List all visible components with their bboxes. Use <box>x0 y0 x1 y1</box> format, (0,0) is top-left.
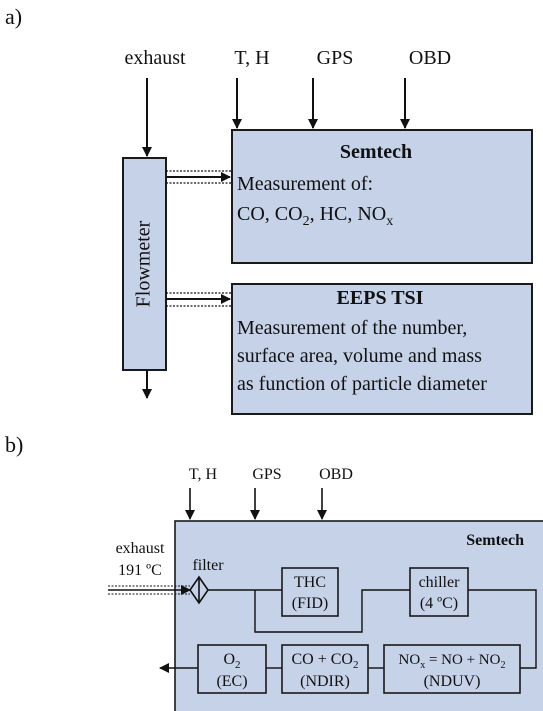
eeps-line1: Measurement of the number, <box>237 317 467 339</box>
co-co2-box <box>281 644 369 694</box>
flowmeter-label: Flowmeter <box>133 220 155 307</box>
eeps-title: EEPS TSI <box>337 287 424 309</box>
b-th-input-label: T, H <box>189 466 218 483</box>
b-semtech-title: Semtech <box>466 532 524 549</box>
semtech-line1: Measurement of: <box>237 173 373 195</box>
b-exhaust-label: exhaust <box>116 540 165 557</box>
eeps-line2: surface area, volume and mass <box>237 345 482 367</box>
obd-input-label: OBD <box>409 47 451 69</box>
chiller-line2: (4 ºC) <box>420 595 458 612</box>
thc-line2: (FID) <box>292 595 328 612</box>
o2-line2: (EC) <box>216 673 247 690</box>
co-co2-line2: (NDIR) <box>300 673 350 690</box>
eeps-line3: as function of particle diameter <box>237 373 487 395</box>
o2-box <box>197 644 267 694</box>
semtech-box <box>231 129 533 264</box>
exhaust-input-label: exhaust <box>124 47 186 69</box>
panel-b-label: b) <box>5 432 23 457</box>
flowmeter-box <box>122 157 167 371</box>
b-flow-thc-bypass <box>254 589 410 633</box>
b-exhaust-temp: 191 ºC <box>118 562 162 579</box>
o2-line1: O2 <box>223 651 240 671</box>
semtech-title: Semtech <box>340 141 412 163</box>
nox-box <box>383 644 521 694</box>
nox-line1: NOx = NO + NO2 <box>399 652 506 671</box>
th-input-label: T, H <box>234 47 269 69</box>
chiller-box <box>409 567 469 617</box>
chiller-line1: chiller <box>419 574 461 591</box>
nox-line2: (NDUV) <box>424 673 481 690</box>
semtech-line2: CO, CO2, HC, NOx <box>237 203 393 229</box>
b-filter-label: filter <box>192 557 224 574</box>
panel-a-label: a) <box>5 4 22 29</box>
eeps-box <box>231 283 533 415</box>
b-gps-input-label: GPS <box>252 466 281 483</box>
gps-input-label: GPS <box>317 47 354 69</box>
thc-line1: THC <box>294 574 326 591</box>
co-co2-line1: CO + CO2 <box>292 651 359 671</box>
b-flow-chiller-to-nox <box>468 589 537 669</box>
thc-box <box>281 567 339 617</box>
b-obd-input-label: OBD <box>319 466 353 483</box>
